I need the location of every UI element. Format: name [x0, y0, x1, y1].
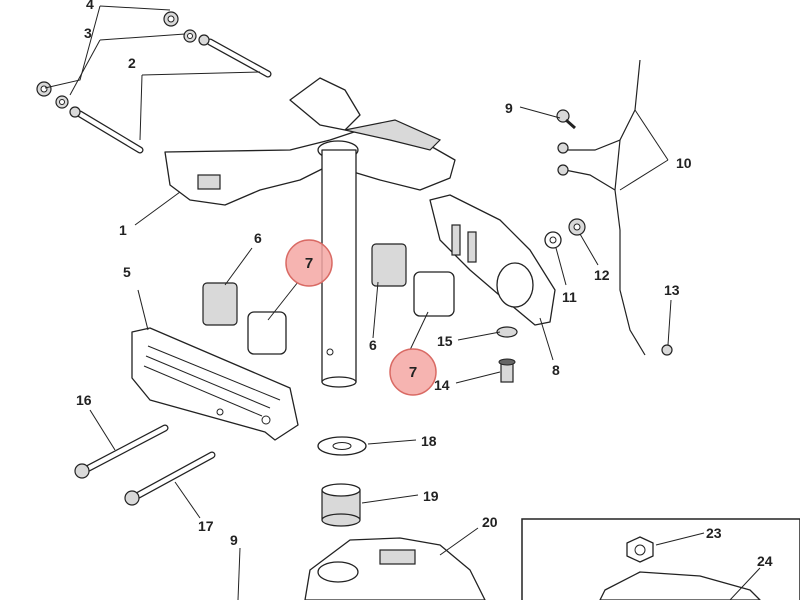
callout-16: 16	[76, 392, 92, 408]
tiller-bolts	[36, 11, 272, 154]
highlight-markers: 7 7	[285, 239, 437, 396]
callout-23: 23	[706, 525, 722, 541]
callout-11: 11	[562, 289, 577, 305]
fasteners-right	[496, 109, 673, 383]
callout-18: 18	[421, 433, 437, 449]
highlight-circle-7-right[interactable]	[389, 348, 437, 396]
callout-6-right: 6	[369, 337, 377, 353]
mount-bolts	[74, 424, 216, 506]
callout-24: 24	[757, 553, 773, 569]
callout-9-bottom: 9	[230, 532, 238, 548]
callout-7-left: 7	[305, 255, 313, 272]
callout-13: 13	[664, 282, 680, 298]
callout-3: 3	[84, 25, 92, 41]
left-mount-block	[131, 327, 299, 441]
callout-1: 1	[119, 222, 127, 238]
highlight-circle-7-left[interactable]	[285, 239, 333, 287]
washer-and-bushing	[317, 436, 367, 527]
callout-8: 8	[552, 362, 560, 378]
callout-7-right: 7	[409, 364, 417, 381]
callout-4: 4	[86, 0, 94, 12]
callout-15: 15	[437, 333, 453, 349]
leader-lines	[44, 5, 761, 600]
lower-bracket	[304, 537, 486, 600]
inset-detail	[521, 518, 800, 600]
callout-17: 17	[198, 518, 214, 534]
callout-10: 10	[676, 155, 692, 171]
callout-6-left: 6	[254, 230, 262, 246]
callout-9-top: 9	[505, 100, 513, 116]
callout-labels: 1 2 3 4 5 6 6 8 9 9 10 11 12 13 14 15 16…	[76, 0, 773, 569]
callout-19: 19	[423, 488, 439, 504]
rubber-mounts	[202, 243, 455, 355]
callout-2: 2	[128, 55, 136, 71]
callout-14: 14	[434, 377, 450, 393]
callout-12: 12	[594, 267, 610, 283]
right-bracket	[429, 194, 556, 326]
ground-cable	[557, 59, 646, 356]
callout-5: 5	[123, 264, 131, 280]
tiller-arm	[164, 77, 456, 206]
callout-20: 20	[482, 514, 498, 530]
